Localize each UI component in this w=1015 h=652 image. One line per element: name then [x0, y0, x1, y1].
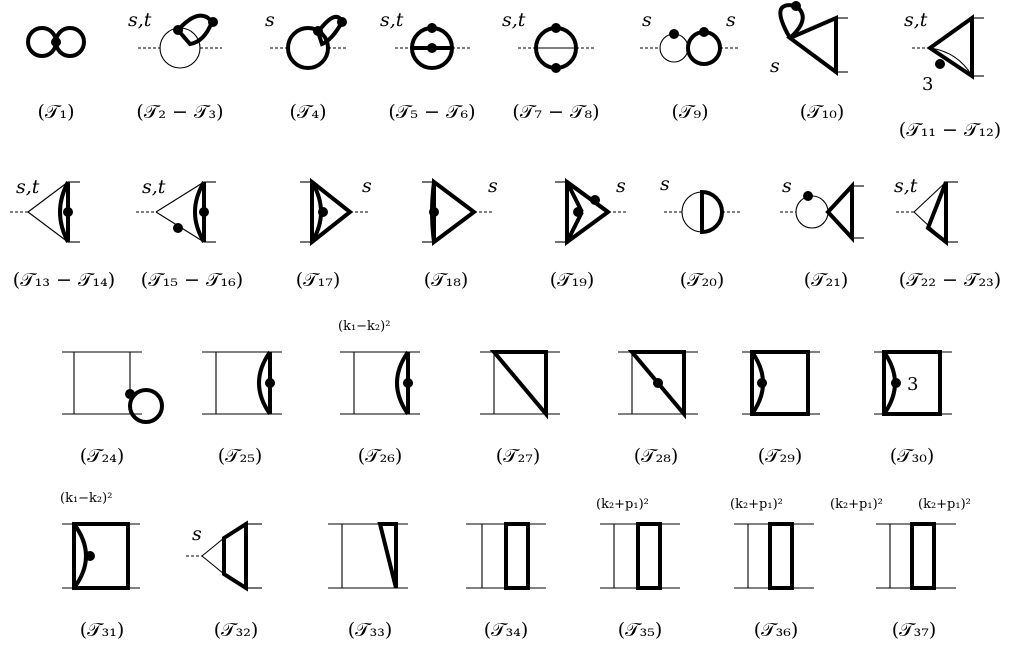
caption: (𝒯₂₈) [634, 445, 679, 467]
diagram-t36: (k₂+p₁)² [730, 497, 814, 590]
label-st: s,t [894, 175, 918, 197]
label-s: s [642, 9, 652, 31]
diagram-t4: s [265, 9, 347, 70]
label-three: 3 [922, 74, 933, 95]
label-s: s [362, 175, 372, 197]
label-k2pp1: (k₂+p₁)² [830, 497, 883, 512]
caption: (𝒯₁) [38, 101, 75, 123]
diagram-t28 [618, 350, 698, 420]
caption: (𝒯₂₁) [804, 269, 849, 291]
label-three: 3 [907, 374, 918, 395]
diagram-t33 [328, 522, 408, 589]
caption: (𝒯₁₇) [296, 269, 341, 291]
label-k1mk2: (k₁−k₂)² [338, 319, 390, 334]
caption: (𝒯₂₀) [680, 269, 725, 291]
label-s: s [726, 9, 736, 31]
diagram-t10: s [770, 1, 848, 77]
diagram-t37: (k₂+p₁)² (k₂+p₁)² [830, 497, 971, 590]
caption: (𝒯₃₇) [892, 619, 937, 641]
diagram-t19: s [555, 175, 626, 246]
diagram-t21: s [780, 175, 864, 244]
caption: (𝒯₃₆) [754, 619, 799, 641]
diagram-t27 [480, 350, 560, 420]
caption: (𝒯₃₃) [348, 619, 393, 641]
label-st: s,t [128, 9, 152, 31]
label-k2pp1: (k₂+p₁)² [596, 497, 649, 512]
caption: (𝒯₃₂) [214, 619, 259, 641]
caption: (𝒯₃₅) [618, 619, 663, 641]
label-st: s,t [142, 176, 166, 198]
diagram-t35: (k₂+p₁)² [596, 497, 680, 590]
caption: (𝒯₁₃ − 𝒯₁₄) [13, 269, 115, 291]
caption: (𝒯₁₈) [424, 269, 469, 291]
caption: (𝒯₂₅) [218, 445, 263, 467]
caption: (𝒯₂₆) [358, 445, 403, 467]
diagram-t29 [742, 350, 820, 416]
diagram-t25 [202, 350, 282, 416]
caption: (𝒯₁₅ − 𝒯₁₆) [141, 269, 243, 291]
diagram-t9: s s [640, 9, 740, 66]
caption: (𝒯₃₀) [890, 445, 935, 467]
diagram-t11-t12: s,t 3 [904, 9, 984, 95]
diagram-t18: s [422, 175, 498, 246]
caption: (𝒯₇ − 𝒯₈) [512, 101, 599, 123]
diagram-t31: (k₁−k₂)² [60, 491, 140, 590]
caption: (𝒯₂₂ − 𝒯₂₃) [899, 269, 1001, 291]
label-s: s [660, 173, 670, 195]
caption: (𝒯₂ − 𝒯₃) [136, 101, 223, 123]
diagram-t2-t3: s,t [128, 9, 222, 69]
diagram-t32: s [186, 520, 262, 592]
caption: (𝒯₁₀) [800, 101, 845, 123]
caption: (𝒯₉) [672, 101, 709, 123]
diagram-t15-t16: s,t [136, 176, 216, 244]
captions: (𝒯₁) (𝒯₂ − 𝒯₃) (𝒯₄) (𝒯₅ − 𝒯₆) (𝒯₇ − 𝒯₈) … [13, 101, 1001, 641]
label-s: s [192, 523, 202, 545]
label-k2pp1: (k₂+p₁)² [918, 497, 971, 512]
diagram-t22-t23: s,t [894, 175, 958, 247]
label-st: s,t [904, 9, 928, 31]
caption: (𝒯₂₉) [758, 445, 803, 467]
diagram-t30: 3 [874, 350, 952, 416]
label-st: s,t [380, 9, 404, 31]
label-s: s [616, 175, 626, 197]
diagram-t1 [26, 26, 86, 58]
diagram-t20: s [660, 173, 740, 235]
caption: (𝒯₂₄) [80, 445, 125, 467]
label-st: s,t [16, 176, 40, 198]
label-s: s [770, 55, 780, 77]
diagram-t34 [466, 522, 546, 590]
caption: (𝒯₃₁) [80, 619, 125, 641]
caption: (𝒯₁₁ − 𝒯₁₂) [899, 119, 1001, 141]
label-k2pp1: (k₂+p₁)² [730, 497, 783, 512]
label-k1mk2: (k₁−k₂)² [60, 491, 112, 506]
label-s: s [488, 175, 498, 197]
caption: (𝒯₅ − 𝒯₆) [388, 101, 475, 123]
caption: (𝒯₃₄) [484, 619, 529, 641]
diagram-t24 [62, 351, 164, 424]
label-s: s [265, 9, 275, 31]
diagram-t26: (k₁−k₂)² [338, 319, 420, 416]
label-s: s [782, 175, 792, 197]
caption: (𝒯₁₉) [550, 269, 595, 291]
diagram-t13-t14: s,t [10, 176, 80, 243]
diagram-t17: s [300, 175, 372, 247]
diagram-t5-t6: s,t [380, 9, 470, 70]
label-st: s,t [502, 9, 526, 31]
diagram-t7-t8: s,t [502, 9, 594, 73]
caption: (𝒯₄) [290, 101, 327, 123]
caption: (𝒯₂₇) [496, 445, 541, 467]
